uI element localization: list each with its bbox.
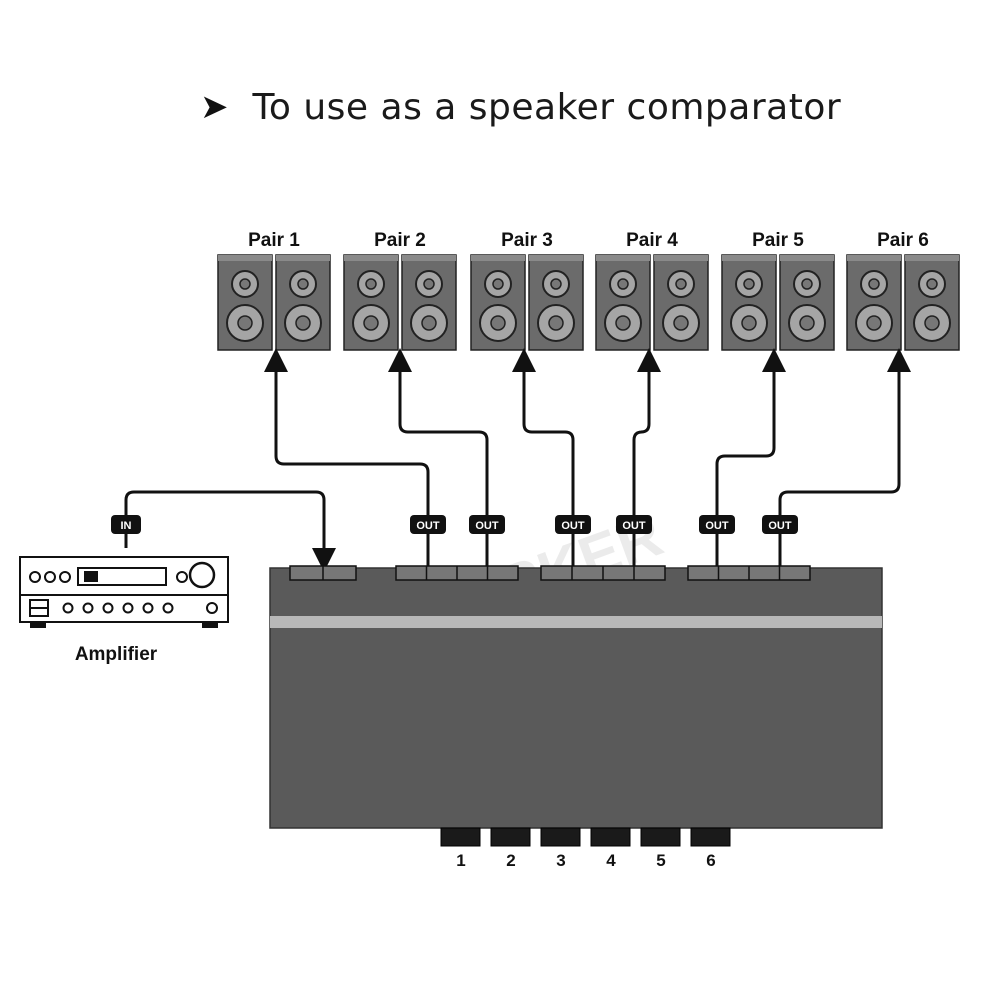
out-tag-label: OUT (416, 520, 440, 532)
selector-button-label: 2 (506, 851, 515, 870)
out-tag-label: OUT (768, 520, 792, 532)
volume-knob-icon (188, 561, 216, 589)
signal-wire (124, 490, 336, 572)
amplifier: Amplifier (19, 556, 229, 665)
speaker-icon (470, 254, 526, 351)
arrow-right-icon: ➤ (200, 87, 229, 127)
pair-label: Pair 5 (752, 230, 804, 251)
pair-label: Pair 4 (626, 230, 678, 251)
out-tag: OUT (555, 515, 591, 534)
selector-button-label: 5 (656, 851, 665, 870)
speaker-pair-1: Pair 1 (217, 230, 331, 351)
signal-wire (715, 348, 786, 566)
speaker-pair-6: Pair 6 (846, 230, 960, 351)
heading-text: To use as a speaker comparator (252, 86, 842, 128)
out-tag: OUT (469, 515, 505, 534)
output-terminal-group (687, 565, 811, 581)
pair-label: Pair 2 (374, 230, 426, 251)
signal-wire (388, 348, 489, 566)
out-tag: OUT (699, 515, 735, 534)
speaker-icon (779, 254, 835, 351)
speaker-icon (595, 254, 651, 351)
signal-wire (512, 348, 575, 566)
speaker-icon (401, 254, 457, 351)
signal-wire (632, 348, 661, 566)
speaker-icon (721, 254, 777, 351)
selector-button-5[interactable]: 5 (640, 827, 681, 870)
selector-buttons: 1 2 3 4 5 6 (440, 827, 731, 870)
speaker-icon (904, 254, 960, 351)
selector-button-4[interactable]: 4 (590, 827, 631, 870)
speaker-icon (653, 254, 709, 351)
pair-label: Pair 3 (501, 230, 553, 251)
input-terminal (289, 565, 357, 581)
signal-wire (778, 348, 911, 566)
amplifier-display (77, 567, 167, 586)
output-terminal-group (395, 565, 519, 581)
output-terminal-group (540, 565, 666, 581)
out-tag: OUT (410, 515, 446, 534)
selector-button-label: 6 (706, 851, 715, 870)
speaker-icon (275, 254, 331, 351)
in-tag-label: IN (121, 520, 132, 532)
pair-label: Pair 6 (877, 230, 929, 251)
speaker-icon (343, 254, 399, 351)
selector-button-2[interactable]: 2 (490, 827, 531, 870)
speaker-pairs: Pair 1 Pair 2 Pair 3 Pair 4 Pair 5 Pair 6 (217, 230, 960, 351)
selector-button-6[interactable]: 6 (690, 827, 731, 870)
out-tags: OUT OUT OUT OUT OUT OUT (410, 515, 798, 534)
selector-button-3[interactable]: 3 (540, 827, 581, 870)
speaker-icon (846, 254, 902, 351)
out-tag-label: OUT (705, 520, 729, 532)
out-tag-label: OUT (561, 520, 585, 532)
heading: ➤ To use as a speaker comparator (200, 82, 841, 132)
selector-button-label: 4 (606, 851, 616, 870)
speaker-icon (528, 254, 584, 351)
selector-button-label: 1 (456, 851, 465, 870)
amplifier-label: Amplifier (75, 644, 158, 665)
out-tag-label: OUT (475, 520, 499, 532)
in-tag: IN (111, 515, 141, 534)
speaker-pair-3: Pair 3 (470, 230, 584, 351)
signal-wire (264, 348, 430, 566)
speaker-pair-5: Pair 5 (721, 230, 835, 351)
wires (124, 348, 911, 572)
selector-button-1[interactable]: 1 (440, 827, 481, 870)
out-tag: OUT (616, 515, 652, 534)
switch-box (269, 565, 883, 829)
speaker-pair-4: Pair 4 (595, 230, 709, 351)
speaker-icon (217, 254, 273, 351)
output-terminals (395, 565, 811, 581)
out-tag: OUT (762, 515, 798, 534)
selector-button-label: 3 (556, 851, 565, 870)
pair-label: Pair 1 (248, 230, 300, 251)
speaker-pair-2: Pair 2 (343, 230, 457, 351)
out-tag-label: OUT (622, 520, 646, 532)
